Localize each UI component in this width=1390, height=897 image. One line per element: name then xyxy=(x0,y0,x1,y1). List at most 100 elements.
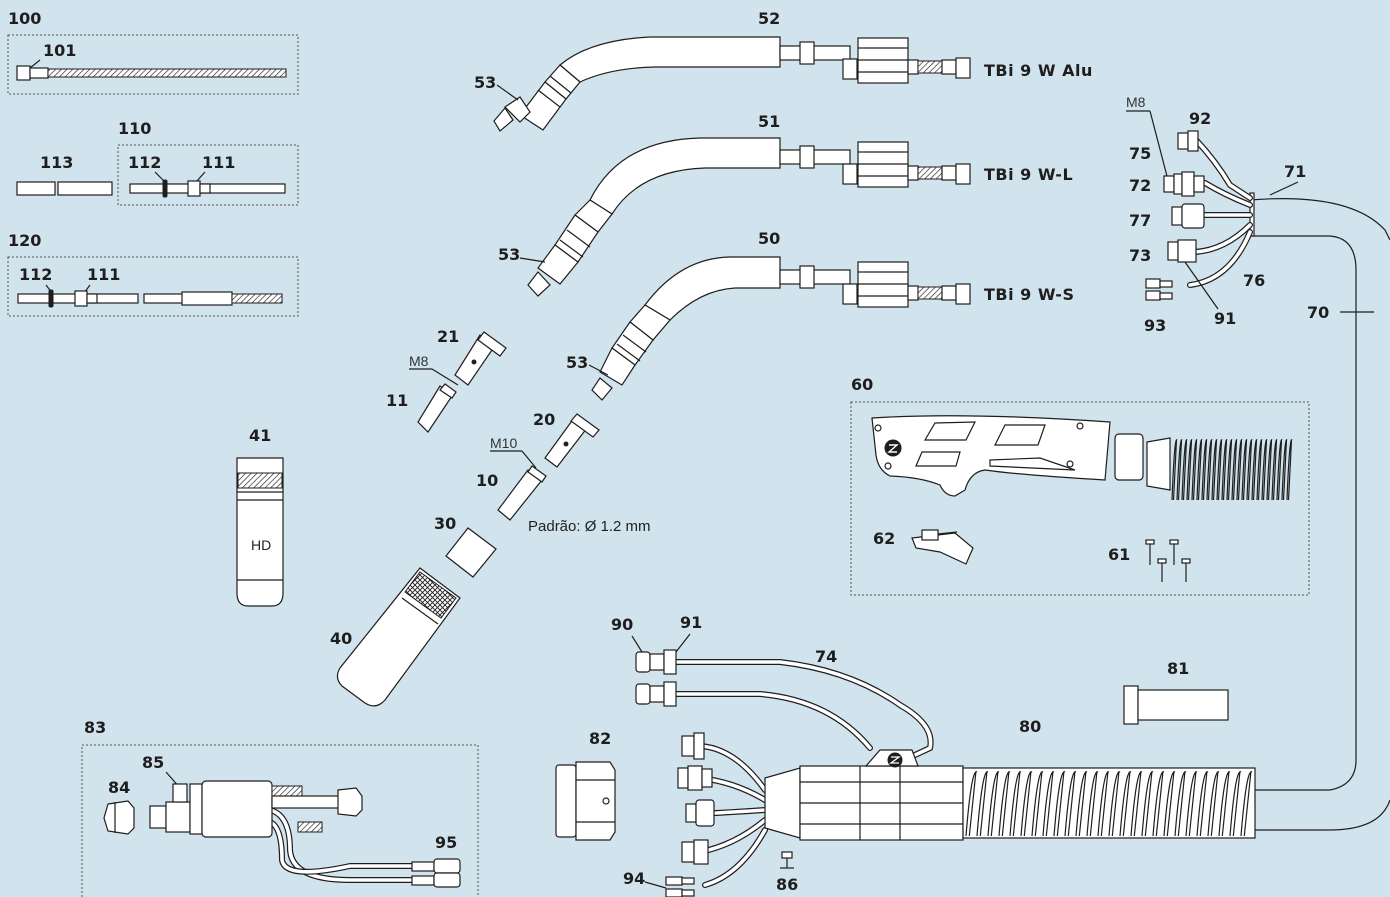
label-71: 71 xyxy=(1284,162,1306,181)
contact-tip-10-thread xyxy=(527,465,547,483)
spring-coil xyxy=(1185,771,1198,837)
connector-83-thread xyxy=(271,785,303,797)
tip-holder-20-head xyxy=(570,413,600,438)
label-86: 86 xyxy=(776,875,798,894)
handle-trigger-slot xyxy=(989,457,1076,471)
sleeve-81: 81 xyxy=(1123,659,1229,725)
spring-coil xyxy=(1286,439,1293,501)
insulator-30: 30 xyxy=(434,514,497,578)
spring-coil xyxy=(1086,771,1099,837)
nut-111-a-tail xyxy=(199,183,211,194)
label-111-b: 111 xyxy=(87,265,120,284)
connector-83-end-nut xyxy=(337,787,363,817)
fitting-a-collar xyxy=(693,732,705,760)
label-110: 110 xyxy=(118,119,151,138)
spring-coil xyxy=(1097,771,1110,837)
gas-nozzle-41-marking: HD xyxy=(251,537,271,553)
handle-ring xyxy=(1114,433,1144,481)
spring-coil xyxy=(1246,439,1253,501)
neck-51-nose xyxy=(527,271,551,297)
fitting-72-a xyxy=(1163,175,1175,193)
spring-coil xyxy=(1176,439,1183,501)
neck-50-connector xyxy=(779,261,971,308)
spring-coil xyxy=(1108,771,1121,837)
spring-coil xyxy=(1163,771,1176,837)
fitting-d-1 xyxy=(681,841,695,863)
tip-holder-21: 21 xyxy=(437,327,507,386)
thread-m10: M10 xyxy=(490,435,517,451)
group-83-central-connector: 83 84 85 95 xyxy=(81,718,479,897)
tip-holder-20: 20 xyxy=(533,410,600,468)
label-70: 70 xyxy=(1307,303,1329,322)
neck-52-tube xyxy=(559,36,781,83)
group-100-liner: 100 101 xyxy=(7,9,299,95)
label-75: 75 xyxy=(1129,144,1151,163)
fitting-92 xyxy=(1177,132,1189,150)
spring-coil xyxy=(1064,771,1077,837)
contact-tip-10: M10 10 xyxy=(476,435,547,521)
spring-coil xyxy=(1181,439,1188,501)
neck-52-tip xyxy=(504,96,531,123)
neck-51-connector xyxy=(779,141,971,188)
spring-coil xyxy=(1020,771,1033,837)
label-73: 73 xyxy=(1129,246,1151,265)
label-94: 94 xyxy=(623,869,645,888)
neck-52-fitting-a xyxy=(799,41,815,65)
label-111-a: 111 xyxy=(202,153,235,172)
fitting-73-a xyxy=(1167,241,1179,261)
spring-coil xyxy=(1191,439,1198,501)
neck-50-tip xyxy=(599,347,636,386)
screw-61-a xyxy=(1145,539,1155,565)
connectors-95 xyxy=(411,858,461,888)
leader-71 xyxy=(1269,181,1299,196)
label-91-b: 91 xyxy=(680,613,702,632)
connector-83-nut xyxy=(165,801,191,833)
neck-51-tip xyxy=(537,244,579,285)
label-53-b: 53 xyxy=(498,245,520,264)
spring-coil xyxy=(1141,771,1154,837)
spring-coil xyxy=(1201,439,1208,501)
spring-coil xyxy=(1031,771,1044,837)
spring-coil xyxy=(1207,771,1220,837)
connector-90-b-body xyxy=(649,685,665,703)
spring-coil xyxy=(1241,439,1248,501)
cable-70-line-outer xyxy=(1249,198,1390,241)
handle-spring xyxy=(1171,439,1293,501)
label-101: 101 xyxy=(43,41,76,60)
leader-53-a xyxy=(496,84,519,101)
leader-53-c xyxy=(588,364,609,376)
model-tbi-9-w-l: TBi 9 W-L xyxy=(984,165,1073,184)
handle-window-a xyxy=(923,421,976,441)
spring-coil xyxy=(1251,439,1258,501)
neck-52-ring-a xyxy=(549,75,572,94)
gas-nozzle-41: 41 HD xyxy=(236,426,284,607)
hose-end-taper xyxy=(764,767,801,839)
label-92: 92 xyxy=(1189,109,1211,128)
spring-coil xyxy=(1216,439,1223,501)
nut-111-b-tail xyxy=(86,293,98,304)
label-21: 21 xyxy=(437,327,459,346)
fitting-72-b xyxy=(1173,173,1183,195)
spring-coil xyxy=(1075,771,1088,837)
label-112-a: 112 xyxy=(128,153,161,172)
label-95: 95 xyxy=(435,833,457,852)
label-80: 80 xyxy=(1019,717,1041,736)
fitting-77-a xyxy=(1171,206,1183,226)
spring-coil xyxy=(1281,439,1288,501)
thread-m10-leader xyxy=(521,450,537,469)
connector-83-pipe xyxy=(271,795,343,809)
label-85: 85 xyxy=(142,753,164,772)
spring-coil xyxy=(1221,439,1228,501)
connector-83-gas-thread xyxy=(297,821,323,833)
label-72: 72 xyxy=(1129,176,1151,195)
contact-tip-11-thread xyxy=(439,383,457,399)
neck-51-ring-b xyxy=(559,239,584,258)
label-83: 83 xyxy=(84,718,106,737)
screw-86 xyxy=(780,851,794,869)
splitter-hoses xyxy=(1187,137,1253,288)
leader-91-a xyxy=(1184,261,1219,310)
leader-111-a xyxy=(195,171,206,183)
neck-52-nose xyxy=(493,107,514,132)
group-60-frame xyxy=(850,401,1310,596)
neck-50-ring-a xyxy=(622,334,647,353)
